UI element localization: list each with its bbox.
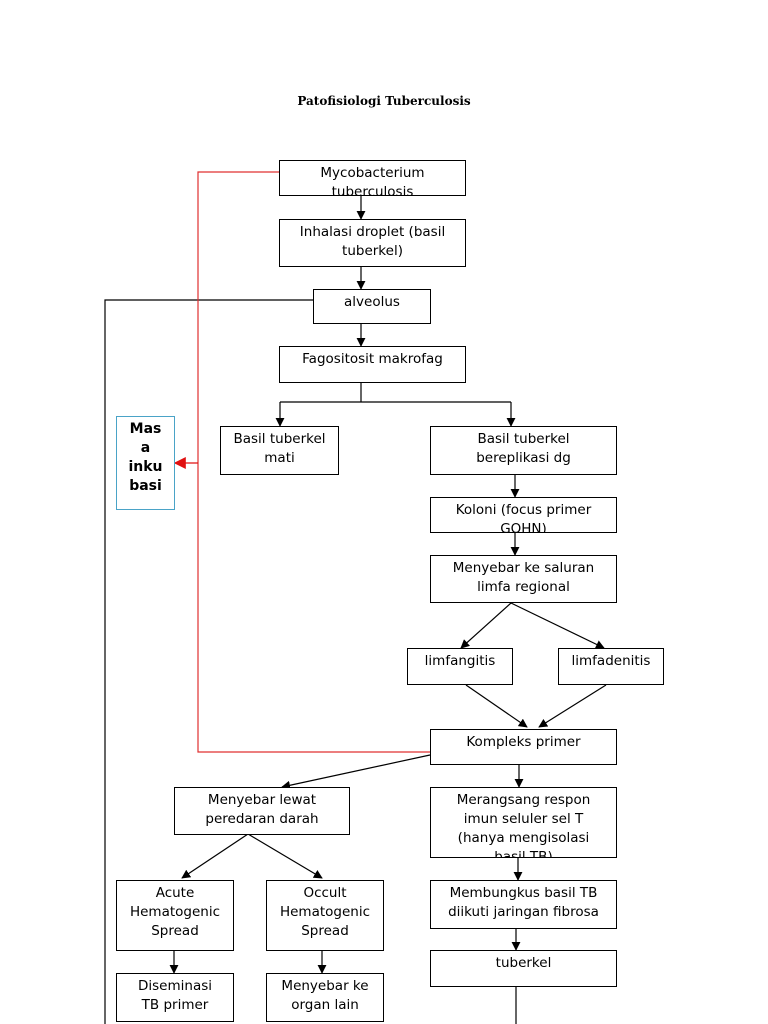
feedback-red-line — [197, 171, 430, 753]
arrow-darah-occult — [247, 833, 323, 879]
masa-inkubasi-label: Mas a inku basi — [116, 416, 175, 510]
arrow-limfangitis-kompleks — [465, 684, 528, 728]
node-occult-hematogenic: Occult Hematogenic Spread — [266, 880, 384, 951]
node-kompleks-primer: Kompleks primer — [430, 729, 617, 765]
node-mycobacterium: Mycobacterium tuberculosis — [279, 160, 466, 196]
node-limfangitis: limfangitis — [407, 648, 513, 685]
arrow-kompleks-darah — [281, 754, 431, 790]
node-basil-mati: Basil tuberkel mati — [220, 426, 339, 475]
node-fagositosit: Fagositosit makrofag — [279, 346, 466, 383]
node-diseminasi: Diseminasi TB primer — [116, 973, 234, 1022]
node-merangsang: Merangsang respon imun seluler sel T (ha… — [430, 787, 617, 858]
node-koloni: Koloni (focus primer GOHN) — [430, 497, 617, 533]
node-tuberkel: tuberkel — [430, 950, 617, 987]
node-menyebar-limfa: Menyebar ke saluran limfa regional — [430, 555, 617, 603]
node-menyebar-darah: Menyebar lewat peredaran darah — [174, 787, 350, 835]
arrow-limfa-limfadenitis — [510, 602, 605, 649]
page-title: Patofisiologi Tuberculosis — [297, 94, 471, 108]
arrow-darah-acute — [181, 833, 249, 879]
line-alveolus-left — [104, 299, 313, 1024]
arrow-limfadenitis-kompleks — [538, 684, 607, 728]
arrow-limfa-limfangitis — [460, 602, 512, 649]
node-limfadenitis: limfadenitis — [558, 648, 664, 685]
branch-fagositosit — [280, 382, 511, 403]
node-inhalasi-droplet: Inhalasi droplet (basil tuberkel) — [279, 219, 466, 267]
node-acute-hematogenic: Acute Hematogenic Spread — [116, 880, 234, 951]
node-basil-bereplikasi: Basil tuberkel bereplikasi dg — [430, 426, 617, 475]
node-menyebar-organ: Menyebar ke organ lain — [266, 973, 384, 1022]
node-membungkus: Membungkus basil TB diikuti jaringan fib… — [430, 880, 617, 929]
node-alveolus: alveolus — [313, 289, 431, 324]
